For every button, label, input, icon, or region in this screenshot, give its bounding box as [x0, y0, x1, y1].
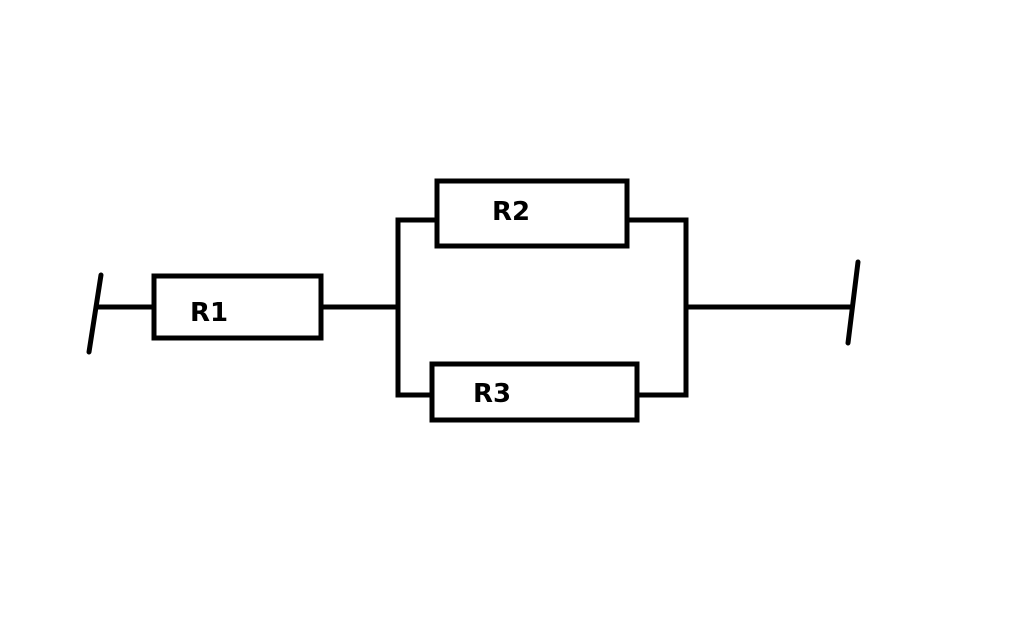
resistor-r1-label: R1 [190, 298, 228, 328]
resistor-r3-label: R3 [473, 379, 511, 409]
left-junction-bus [395, 217, 437, 398]
resistor-r1: R1 [151, 273, 324, 341]
resistor-r3-body [429, 361, 640, 423]
resistor-r2: R2 [434, 178, 630, 249]
resistor-r2-body [434, 178, 630, 249]
left-terminal [86, 272, 104, 355]
resistor-r2-label: R2 [492, 197, 530, 227]
resistor-r3: R3 [429, 361, 640, 423]
resistor-r1-body [151, 273, 324, 341]
right-terminal [845, 259, 861, 346]
